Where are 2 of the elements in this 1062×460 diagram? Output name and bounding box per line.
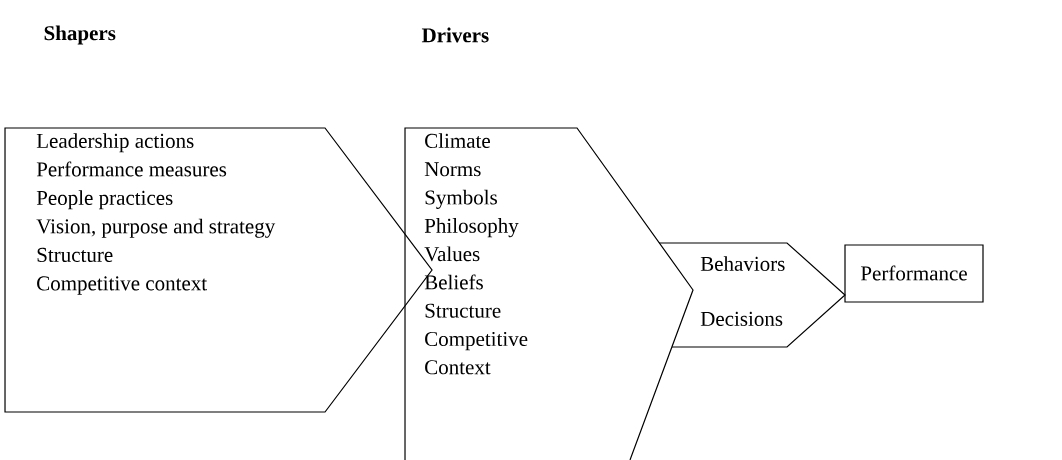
node-label: Shapers (44, 25, 116, 45)
rectangle-box: Performance (844, 244, 984, 303)
